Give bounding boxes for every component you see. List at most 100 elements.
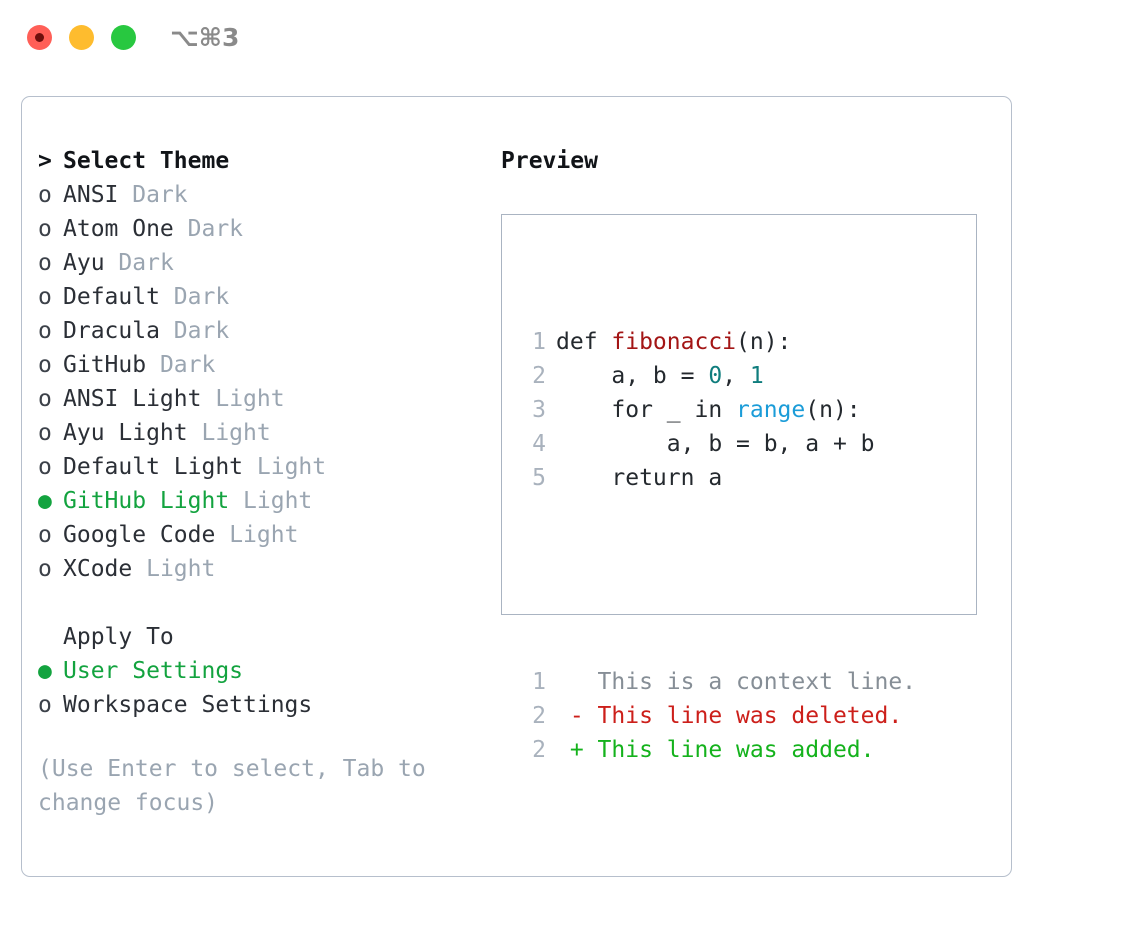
theme-option-label: Default Light [63, 454, 244, 480]
theme-option-category: Light [229, 522, 299, 548]
theme-option-category: Dark [173, 284, 230, 310]
theme-option-label: Dracula [63, 318, 160, 344]
theme-option-ansi[interactable]: o ANSI Dark [38, 178, 490, 212]
theme-option-label: Atom One [63, 216, 174, 242]
radio-empty-icon: o [38, 556, 52, 582]
theme-option-category: Dark [159, 352, 216, 378]
label-suffix-spacer [243, 450, 257, 484]
radio-selected-icon: ● [38, 488, 52, 514]
theme-option-github[interactable]: o GitHub Dark [38, 348, 490, 382]
token-del: - This line was deleted. [556, 703, 903, 729]
token-fn: fibonacci [611, 329, 737, 355]
label-suffix-spacer [174, 212, 188, 246]
theme-option-label: Default [63, 284, 160, 310]
radio-empty-icon: o [38, 250, 52, 276]
radio-empty-icon: o [38, 182, 52, 208]
theme-option-category: Light [243, 488, 313, 514]
line-content: - This line was deleted. [556, 699, 902, 733]
theme-option-atom-one[interactable]: o Atom One Dark [38, 212, 490, 246]
theme-option-category: Dark [187, 216, 244, 242]
token-plain: return a [556, 465, 723, 491]
label-suffix-spacer [229, 484, 243, 518]
label-suffix-spacer [188, 416, 202, 450]
label-suffix-spacer [215, 518, 229, 552]
line-number: 4 [532, 431, 546, 457]
theme-option-label: GitHub Light [63, 488, 230, 514]
title-bar: ⌥⌘3 [0, 0, 1140, 78]
line-number: 2 [532, 737, 546, 763]
close-button[interactable] [27, 25, 52, 50]
code-line: 4 a, b = b, a + b [518, 427, 916, 461]
theme-option-default[interactable]: o Default Dark [38, 280, 490, 314]
token-plain: def [556, 329, 612, 355]
token-add: + This line was added. [556, 737, 875, 763]
theme-option-category: Light [201, 420, 271, 446]
theme-option-github-light[interactable]: ● GitHub Light Light [38, 484, 490, 518]
apply-to-option-user-settings[interactable]: ●User Settings [38, 654, 490, 688]
line-number: 2 [532, 703, 546, 729]
line-content: def fibonacci(n): [556, 325, 791, 359]
label-suffix-spacer [160, 280, 174, 314]
line-number: 1 [532, 329, 546, 355]
line-content: + This line was added. [556, 733, 875, 767]
code-line: 2 a, b = 0, 1 [518, 359, 916, 393]
theme-option-category: Light [215, 386, 285, 412]
theme-option-label: XCode [63, 556, 133, 582]
section-spacer [38, 586, 490, 620]
line-content: return a [556, 461, 722, 495]
select-theme-title: Select Theme [63, 148, 230, 174]
theme-option-category: Dark [173, 318, 230, 344]
code-blank-line [518, 563, 916, 597]
token-plain: (n): [805, 397, 861, 423]
code-line: 1 def fibonacci(n): [518, 325, 916, 359]
radio-empty-icon: o [38, 216, 52, 242]
line-content: a, b = 0, 1 [556, 359, 763, 393]
token-plain: for _ in [556, 397, 737, 423]
label-suffix-spacer [160, 314, 174, 348]
token-ctx: This is a context line. [556, 669, 917, 695]
radio-selected-icon: ● [38, 658, 52, 684]
radio-empty-icon: o [38, 284, 52, 310]
maximize-button[interactable] [111, 25, 136, 50]
theme-option-label: ANSI [63, 182, 119, 208]
theme-option-label: Ayu [63, 250, 105, 276]
code-line: 5 return a [518, 461, 916, 495]
line-number: 1 [532, 669, 546, 695]
line-number: 2 [532, 363, 546, 389]
diff-sample: 1 This is a context line. 2 - This line w… [518, 665, 916, 767]
line-content: a, b = b, a + b [556, 427, 875, 461]
radio-empty-icon: o [38, 420, 52, 446]
theme-option-category: Dark [132, 182, 188, 208]
theme-option-label: GitHub [63, 352, 147, 378]
diff-line: 2 + This line was added. [518, 733, 916, 767]
window-controls [27, 25, 136, 50]
token-plain: , [722, 363, 750, 389]
minimize-button[interactable] [69, 25, 94, 50]
diff-line: 1 This is a context line. [518, 665, 916, 699]
token-plain: (n): [736, 329, 792, 355]
theme-option-label: ANSI Light [63, 386, 202, 412]
label-suffix-spacer [118, 178, 132, 212]
radio-empty-icon: o [38, 352, 52, 378]
apply-to-header: o Apply To [38, 620, 490, 654]
apply-to-marker-placeholder: o [38, 620, 63, 654]
keyboard-hint-text: (Use Enter to select, Tab to change focu… [38, 756, 426, 816]
label-suffix-spacer [105, 246, 119, 280]
radio-empty-icon: o [38, 692, 52, 718]
line-number: 5 [532, 465, 546, 491]
keyboard-shortcut-label: ⌥⌘3 [170, 23, 240, 52]
